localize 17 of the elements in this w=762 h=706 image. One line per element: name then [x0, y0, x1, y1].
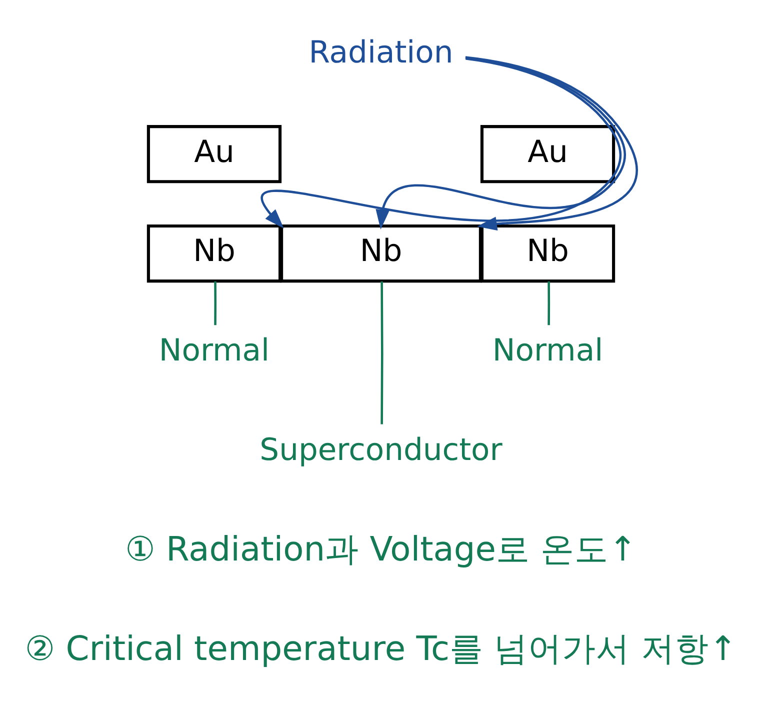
node-box: Nb: [480, 224, 616, 283]
arrow: [465, 56, 638, 231]
node-box: Au: [480, 125, 616, 184]
node-text: Normal: [492, 334, 604, 369]
connector: [380, 281, 384, 424]
connector: [548, 281, 550, 326]
arrow: [376, 56, 626, 230]
label: ② Critical temperature Tc를 넘어가서 저항↑: [24, 628, 738, 668]
connector: [214, 281, 217, 326]
node-text: Radiation: [308, 35, 454, 70]
node-box: Nb: [146, 224, 282, 283]
label: ① Radiation과 Voltage로 온도↑: [125, 529, 637, 568]
arrow: [262, 57, 622, 229]
node-box: Nb: [280, 224, 482, 283]
node-text: Superconductor: [260, 433, 502, 468]
node-text: Normal: [158, 334, 270, 369]
node-box: Au: [146, 125, 282, 184]
